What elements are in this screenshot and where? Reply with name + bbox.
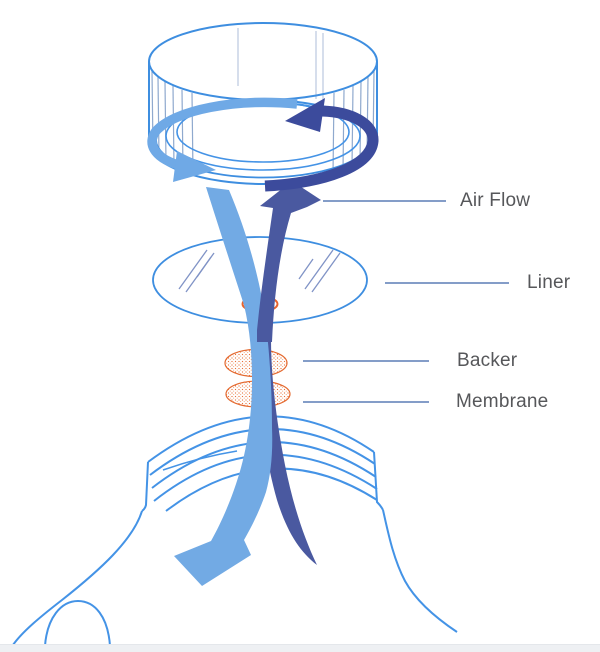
label-membrane: Membrane — [456, 391, 549, 412]
bottom-edge-band — [0, 644, 600, 652]
cap-interior-knurl-lines — [237, 28, 324, 102]
leader-lines — [303, 200, 509, 403]
liner-shine-marks — [178, 249, 341, 293]
airflow-swirl-light-arrow — [147, 97, 298, 182]
label-backer: Backer — [457, 350, 518, 371]
airflow-up-arrow — [257, 181, 321, 342]
airflow-swirl-dark-arrow — [264, 98, 379, 192]
bottle-grip-arc — [44, 599, 111, 647]
bottle-shoulders — [12, 451, 458, 646]
label-liner: Liner — [527, 272, 571, 293]
airflow-down-arrow — [174, 187, 273, 586]
label-air-flow: Air Flow — [460, 190, 531, 211]
